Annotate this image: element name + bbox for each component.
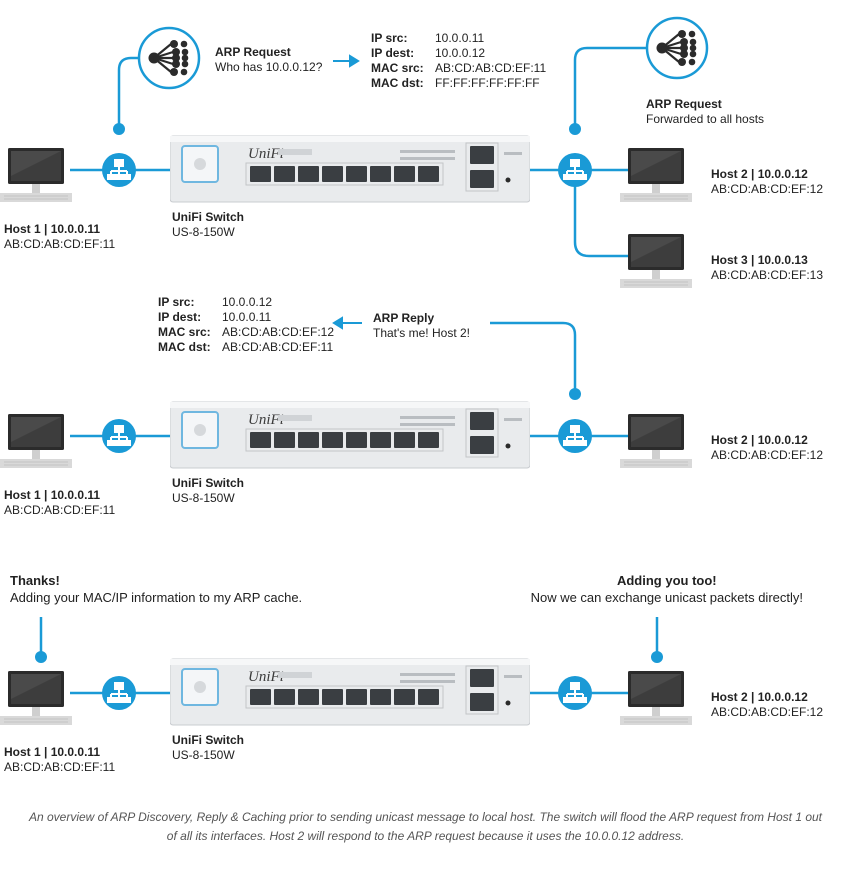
host1-label: Host 1 | 10.0.0.11 AB:CD:AB:CD:EF:11 <box>4 488 115 518</box>
switch-label: UniFi Switch US-8-150W <box>172 210 244 240</box>
host1-title: Host 1 | 10.0.0.11 <box>4 745 101 759</box>
packet-row: MAC src: AB:CD:AB:CD:EF:12 <box>158 325 334 340</box>
packet-row: IP dest: 10.0.0.11 <box>158 310 334 325</box>
packet-key: MAC src: <box>158 325 211 339</box>
packet-key: IP dest: <box>158 310 202 324</box>
host1-monitor-icon <box>0 148 72 203</box>
host2-title: Host 2 | 10.0.0.12 <box>711 690 808 704</box>
host1-network-icon <box>101 418 137 454</box>
host2-mac: AB:CD:AB:CD:EF:12 <box>711 705 824 719</box>
host1-mac: AB:CD:AB:CD:EF:11 <box>4 237 116 251</box>
switch-model: US-8-150W <box>172 491 235 505</box>
host3-title: Host 3 | 10.0.0.13 <box>711 253 808 267</box>
switch-name: UniFi Switch <box>172 476 244 490</box>
host1-mac: AB:CD:AB:CD:EF:11 <box>4 760 116 774</box>
host2-title: Host 2 | 10.0.0.12 <box>711 433 808 447</box>
switch-name: UniFi Switch <box>172 210 244 224</box>
host1-note: Thanks! Adding your MAC/IP information t… <box>10 572 302 606</box>
unifi-switch-icon <box>170 135 530 203</box>
packet-value: 10.0.0.11 <box>435 31 485 45</box>
switch-model: US-8-150W <box>172 748 235 762</box>
host1-note-text: Adding your MAC/IP information to my ARP… <box>10 590 303 605</box>
host1-title: Host 1 | 10.0.0.11 <box>4 222 101 236</box>
host2-note: Adding you too! Now we can exchange unic… <box>531 572 803 606</box>
packet-key: IP src: <box>158 295 195 309</box>
host3-monitor-icon <box>620 234 692 289</box>
packet-row: IP dest: 10.0.0.12 <box>371 46 546 61</box>
host3-label: Host 3 | 10.0.0.13 AB:CD:AB:CD:EF:13 <box>711 253 823 283</box>
host2-label: Host 2 | 10.0.0.12 AB:CD:AB:CD:EF:12 <box>711 690 823 720</box>
packet-row: MAC dst: FF:FF:FF:FF:FF:FF <box>371 76 546 91</box>
host1-label: Host 1 | 10.0.0.11 AB:CD:AB:CD:EF:11 <box>4 745 115 775</box>
switch-label: UniFi Switch US-8-150W <box>172 476 244 506</box>
host2-network-icon <box>557 418 593 454</box>
packet-key: IP dest: <box>371 46 415 60</box>
packet-value: FF:FF:FF:FF:FF:FF <box>435 76 540 90</box>
unifi-switch-icon <box>170 658 530 726</box>
host1-label: Host 1 | 10.0.0.11 AB:CD:AB:CD:EF:11 <box>4 222 115 252</box>
host1-network-icon <box>101 152 137 188</box>
packet-value: AB:CD:AB:CD:EF:11 <box>435 61 547 75</box>
packet-value: AB:CD:AB:CD:EF:11 <box>222 340 334 354</box>
packet-value: AB:CD:AB:CD:EF:12 <box>222 325 335 339</box>
packet-row: IP src: 10.0.0.11 <box>371 31 546 46</box>
host2-mac: AB:CD:AB:CD:EF:12 <box>711 448 824 462</box>
switch-model: US-8-150W <box>172 225 235 239</box>
host2-monitor-icon <box>620 671 692 726</box>
arp-forwarded-label: ARP Request Forwarded to all hosts <box>646 97 764 127</box>
panel2-link-dots <box>569 388 581 400</box>
arp-forwarded-text: Forwarded to all hosts <box>646 112 765 126</box>
switch-label: UniFi Switch US-8-150W <box>172 733 244 763</box>
host2-monitor-icon <box>620 414 692 469</box>
arp-request-label: ARP Request Who has 10.0.0.12? <box>215 45 322 75</box>
host2-label: Host 2 | 10.0.0.12 AB:CD:AB:CD:EF:12 <box>711 167 823 197</box>
host2-title: Host 2 | 10.0.0.12 <box>711 167 808 181</box>
packet-value: 10.0.0.12 <box>222 295 273 309</box>
arp-request-text: Who has 10.0.0.12? <box>215 60 323 74</box>
caption-text: An overview of ARP Discovery, Reply & Ca… <box>28 810 823 843</box>
arp-reply-title: ARP Reply <box>373 311 435 325</box>
host1-title: Host 1 | 10.0.0.11 <box>4 488 101 502</box>
reply-arrow-icon <box>332 316 362 330</box>
arp-forwarded-title: ARP Request <box>646 97 722 111</box>
arp-reply-text: That's me! Host 2! <box>373 326 470 340</box>
host3-mac: AB:CD:AB:CD:EF:13 <box>711 268 824 282</box>
arp-reply-label: ARP Reply That's me! Host 2! <box>373 311 470 341</box>
host1-note-title: Thanks! <box>10 573 60 588</box>
host2-label: Host 2 | 10.0.0.12 AB:CD:AB:CD:EF:12 <box>711 433 823 463</box>
packet-key: MAC dst: <box>371 76 424 90</box>
unifi-switch-icon <box>170 401 530 469</box>
host1-mac: AB:CD:AB:CD:EF:11 <box>4 503 116 517</box>
packet-row: MAC dst: AB:CD:AB:CD:EF:11 <box>158 340 334 355</box>
packet-value: 10.0.0.11 <box>222 310 272 324</box>
packet-row: IP src: 10.0.0.12 <box>158 295 334 310</box>
packet-key: MAC dst: <box>158 340 211 354</box>
host1-network-icon <box>101 675 137 711</box>
panel3-link-dots <box>35 651 663 663</box>
host2-monitor-icon <box>620 148 692 203</box>
host2-note-text: Now we can exchange unicast packets dire… <box>530 590 803 605</box>
host1-monitor-icon <box>0 414 72 469</box>
host1-monitor-icon <box>0 671 72 726</box>
arp-reply-packet: IP src: 10.0.0.12 IP dest: 10.0.0.11 MAC s… <box>158 295 334 355</box>
request-arrow-icon <box>333 54 360 68</box>
panel1-links <box>70 46 652 258</box>
panel1-link-dots <box>113 123 581 135</box>
host2-network-icon <box>557 675 593 711</box>
broadcast-icon <box>645 16 709 80</box>
host2-note-title: Adding you too! <box>616 573 717 588</box>
broadcast-icon <box>137 26 201 90</box>
packet-value: 10.0.0.12 <box>435 46 486 60</box>
packet-row: MAC src: AB:CD:AB:CD:EF:11 <box>371 61 546 76</box>
packet-key: MAC src: <box>371 61 424 75</box>
arp-request-title: ARP Request <box>215 45 291 59</box>
switch-name: UniFi Switch <box>172 733 244 747</box>
host2-mac: AB:CD:AB:CD:EF:12 <box>711 182 824 196</box>
arp-request-packet: IP src: 10.0.0.11 IP dest: 10.0.0.12 MAC s… <box>371 31 546 91</box>
host2-network-icon <box>557 152 593 188</box>
packet-key: IP src: <box>371 31 408 45</box>
figure-caption: An overview of ARP Discovery, Reply & Ca… <box>0 808 851 846</box>
